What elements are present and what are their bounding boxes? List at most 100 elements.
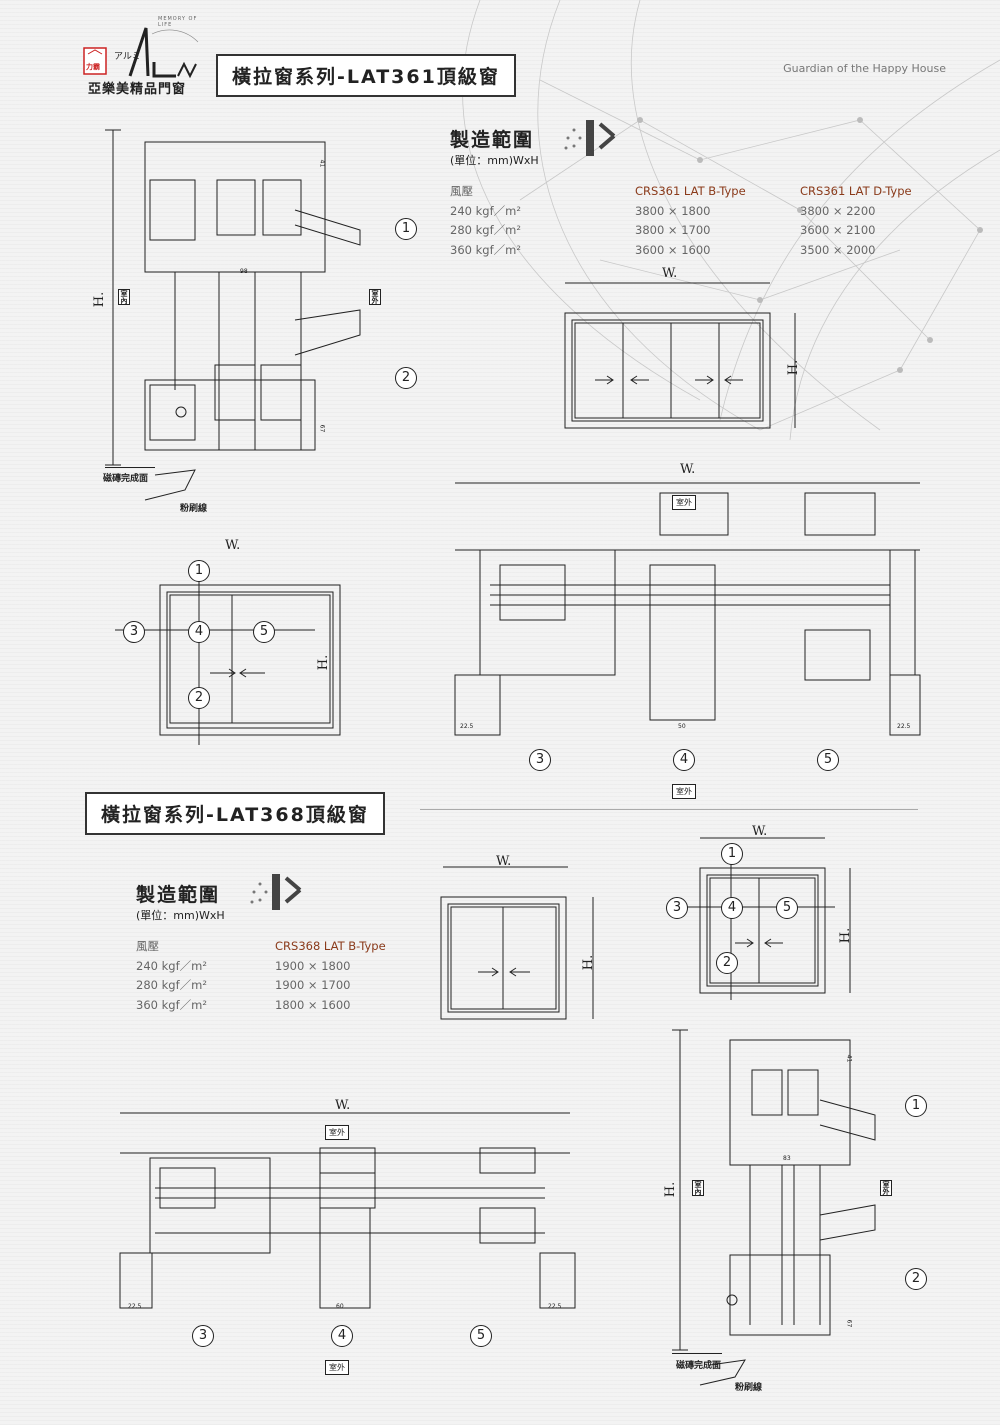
spec-unit: (單位：mm)WxH (450, 154, 539, 167)
outdoor-tag: 室外 (880, 1180, 892, 1196)
spec-cell: 3600 × 1600 (635, 242, 711, 257)
section2-title: 橫拉窗系列-LAT368頂級窗 (85, 792, 385, 835)
plaster-line-label: 粉刷線 (735, 1383, 763, 1393)
spec-header: CRS361 LAT D-Type (800, 184, 912, 198)
spec-table: 風壓 CRS361 LAT B-Type CRS361 LAT D-Type 2… (450, 182, 934, 260)
elevation-height-label: H. (786, 359, 802, 376)
dim-98: 98 (240, 268, 248, 275)
logo-mark-icon (83, 27, 199, 79)
section-divider (420, 809, 918, 810)
elevation4-width-label: W. (752, 824, 768, 839)
spec-title: 製造範圍 (450, 129, 535, 151)
spec-header: 風壓 (136, 939, 159, 953)
callout-4: 4 (673, 749, 695, 771)
dim-22-5: 22.5 (128, 1303, 142, 1310)
dim-83: 83 (783, 1155, 791, 1162)
callout-4: 4 (331, 1325, 353, 1347)
callout-5: 5 (253, 621, 275, 643)
spec-cell: 3500 × 2000 (800, 242, 876, 257)
spec-dots-icon (250, 874, 302, 910)
section2-width-label: W. (335, 1098, 351, 1113)
spec-header: 風壓 (450, 184, 473, 198)
lat368-vertical-section-drawing (672, 1029, 876, 1386)
section2-height-label: H. (663, 1181, 679, 1198)
spec-cell: 1900 × 1700 (275, 978, 351, 992)
brand-name: 亞樂美精品門窗 (88, 82, 187, 97)
spec-title: 製造範圍 (136, 884, 221, 906)
lat361-elevation-4panel (564, 282, 796, 429)
dim-41: 41 (318, 159, 326, 168)
logo-arc-text: MEMORY OF LIFE (158, 16, 198, 28)
indoor-tag: 室內 (692, 1180, 704, 1196)
dim-41: 41 (845, 1054, 853, 1063)
spec-cell: 360 kgf／m² (136, 997, 207, 1012)
callout-3: 3 (529, 749, 551, 771)
elevation-width-label: W. (662, 266, 678, 281)
callout-5: 5 (817, 749, 839, 771)
outdoor-tag: 室外 (672, 784, 696, 799)
callout-4: 4 (721, 897, 743, 919)
elevation2-height-label: H. (316, 654, 332, 671)
lat361-vertical-section-drawing (105, 129, 361, 501)
outdoor-tag: 室外 (369, 289, 381, 305)
logo-kana: アルミ (114, 52, 141, 62)
spec-cell: 1900 × 1800 (275, 958, 351, 973)
dim-22-5: 22.5 (897, 723, 911, 730)
dim-22-5: 22.5 (460, 723, 474, 730)
spec-dots-icon (564, 120, 616, 156)
callout-1: 1 (905, 1095, 927, 1117)
lat368-horizontal-section-drawing (119, 1112, 576, 1309)
callout-3: 3 (666, 897, 688, 919)
spec-cell: 280 kgf／m² (450, 223, 521, 237)
elevation2-width-label: W. (225, 538, 241, 553)
callout-2: 2 (188, 687, 210, 709)
outdoor-tag: 室外 (325, 1360, 349, 1375)
section1-title: 橫拉窗系列-LAT361頂級窗 (216, 54, 516, 97)
lat368-elevation-callouts (675, 837, 851, 1000)
callout-1: 1 (721, 843, 743, 865)
outdoor-tag: 室外 (672, 495, 696, 510)
spec-cell: 360 kgf／m² (450, 242, 521, 257)
lat368-elevation-plain (440, 866, 594, 1020)
callout-2: 2 (905, 1268, 927, 1290)
spec-cell: 240 kgf／m² (450, 203, 521, 218)
spec-cell: 1800 × 1600 (275, 997, 351, 1012)
dim-67: 67 (845, 1319, 853, 1328)
section2-spec: 製造範圍 (單位：mm)WxH 風壓 CRS368 LAT B-Type 240… (136, 880, 408, 1015)
callout-4: 4 (188, 621, 210, 643)
spec-header: CRS368 LAT B-Type (275, 939, 386, 953)
callout-3: 3 (123, 621, 145, 643)
section1-spec: 製造範圍 (單位：mm)WxH 風壓 CRS361 LAT B-Type CRS… (450, 125, 934, 260)
tile-finish-label: 磁磚完成面 (676, 1361, 722, 1371)
dim-50: 50 (678, 723, 686, 730)
logo-badge: 力霸 (86, 63, 100, 71)
callout-5: 5 (776, 897, 798, 919)
dim-60: 60 (336, 1303, 344, 1310)
indoor-tag: 室內 (118, 289, 130, 305)
callout-1: 1 (395, 218, 417, 240)
lat361-horizontal-section-drawing (454, 482, 921, 736)
slogan: Guardian of the Happy House (783, 62, 946, 75)
spec-cell: 240 kgf／m² (136, 958, 207, 973)
section-width-label: W. (680, 462, 696, 477)
outdoor-tag: 室外 (325, 1125, 349, 1140)
callout-2: 2 (395, 367, 417, 389)
elevation4-height-label: H. (838, 927, 854, 944)
tile-finish-label: 磁磚完成面 (103, 474, 149, 484)
spec-cell: 3800 × 1700 (635, 223, 711, 237)
spec-cell: 3600 × 2100 (800, 223, 876, 237)
callout-5: 5 (470, 1325, 492, 1347)
spec-cell: 3800 × 1800 (635, 203, 711, 218)
spec-cell: 280 kgf／m² (136, 978, 207, 992)
spec-cell: 3800 × 2200 (800, 203, 876, 218)
callout-1: 1 (188, 560, 210, 582)
height-label: H. (92, 291, 108, 308)
spec-table: 風壓 CRS368 LAT B-Type 240 kgf／m² 1900 × 18… (136, 937, 408, 1015)
elevation3-height-label: H. (581, 954, 597, 971)
dim-22-5: 22.5 (548, 1303, 562, 1310)
callout-3: 3 (192, 1325, 214, 1347)
dim-67: 67 (318, 424, 326, 433)
elevation3-width-label: W. (496, 854, 512, 869)
spec-unit: (單位：mm)WxH (136, 909, 225, 922)
callout-2: 2 (716, 952, 738, 974)
